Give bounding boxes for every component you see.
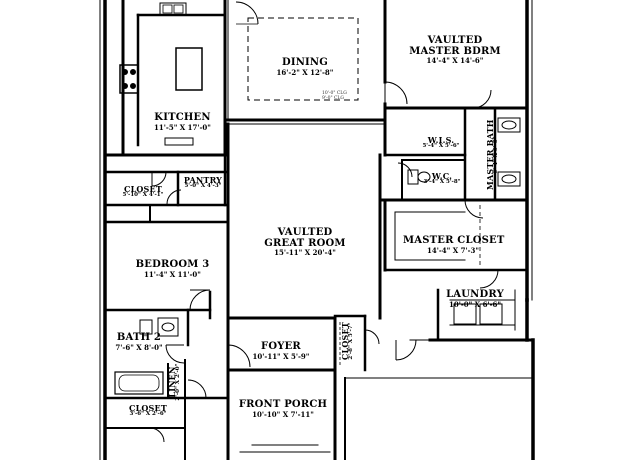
room-closet-left: CLOSET 5'-10" X 4'-1" [112,185,174,199]
door-swings [149,1,499,443]
room-dimensions: 10'-11" X 5'-9" [252,351,310,361]
room-dimensions: 3'-6" X 2'-6" [129,411,167,418]
room-dimensions: 11'-5" X 17'-0" [154,122,211,132]
room-closet-foyer: CLOSET 2'-8" X 5'-7" [340,316,355,366]
room-foyer: FOYER 10'-11" X 5'-9" [238,341,324,361]
room-dimensions: 3'-4" X 5'-8" [423,179,461,186]
room-name: BATH 2 [116,332,162,343]
room-dimensions: 5'-0" X 4'-3" [184,183,222,190]
walls [99,0,535,460]
room-pantry: PANTRY 5'-0" X 4'-3" [180,176,226,190]
room-name: CLOSET [129,403,167,413]
room-name-line1: VAULTED [427,35,483,46]
room-wc: W.C. 3'-4" X 5'-8" [420,172,464,186]
room-name: KITCHEN [154,112,211,123]
room-name: BEDROOM 3 [135,259,210,270]
washer [453,303,477,325]
room-name: CLOSET [124,184,162,194]
kitchen-sink [159,2,187,16]
room-name-line1: VAULTED [277,227,333,238]
room-closet-bottom: CLOSET 3'-6" X 2'-6" [120,404,176,418]
room-name: PANTRY [183,175,223,185]
dryer [479,303,503,325]
room-master-closet: MASTER CLOSET 14'-4" X 7'-3" [403,235,505,255]
room-dimensions: 7'-6" X 8'-0" [115,342,163,352]
room-dimensions: 2'-0" X 2'-0" [175,363,182,401]
bath2-toilet [139,319,153,335]
ceiling-note: 10'-0" CLG 9'-0" CLG [322,91,347,102]
room-bedroom3: BEDROOM 3 11'-4" X 11'-0" [125,259,220,279]
bath2-sink [157,317,179,337]
room-name: MASTER CLOSET [403,235,505,246]
room-name: W.C. [431,171,453,181]
room-dimensions: 15'-11" X 20'-4" [274,248,336,257]
ceiling-note-line2: 9'-0" CLG [322,95,345,101]
room-name: FOYER [261,341,301,352]
room-dimensions: 16'-2" X 12'-8" [276,67,334,77]
dining-ceiling-outline [247,17,359,101]
room-linen: LINEN 2'-0" X 2'-0" [167,363,182,401]
room-laundry: LAUNDRY 10'-0" X 6'-6" [440,289,510,309]
room-dimensions: 2'-8" X 5'-7" [348,322,355,360]
ceiling-note-line1: 10'-0" CLG [322,91,347,96]
room-dimensions: 10'-10" X 7'-11" [252,409,314,419]
room-kitchen: KITCHEN 11'-5" X 17'-0" [140,112,225,132]
bathtub [114,371,164,395]
room-name: W.I.S. [427,135,455,145]
room-bath2: BATH 2 7'-6" X 8'-0" [110,332,168,352]
range [119,64,139,94]
room-dimensions: 5'-10" X 4'-1" [122,192,164,199]
room-wis: W.I.S. 5'-4" X 5'-6" [418,136,464,150]
vanity-sink-2 [497,171,521,187]
room-dimensions: 6'-4" X 9'-0" [493,136,500,174]
room-name-line2: GREAT ROOM [264,237,346,249]
vanity-sink-1 [497,117,521,133]
room-master-bdrm: VAULTED MASTER BDRM 14'-4" X 14'-6" [405,35,505,65]
master-toilet [407,169,419,185]
room-front-porch: FRONT PORCH 10'-10" X 7'-11" [236,399,330,419]
room-name: DINING [281,57,329,68]
room-dimensions: 11'-4" X 11'-0" [144,269,201,279]
room-name: FRONT PORCH [238,399,328,410]
fixtures [114,2,521,395]
bar-top [164,137,194,146]
room-dimensions: 10'-0" X 6'-6" [448,299,502,309]
room-dimensions: 14'-4" X 7'-3" [426,245,480,255]
room-name-line2: MASTER BDRM [409,45,501,57]
kitchen-island [175,47,203,91]
room-dimensions: 5'-4" X 5'-6" [422,143,460,150]
room-name: LAUNDRY [446,289,504,300]
room-dimensions: 14'-4" X 14'-6" [426,56,484,65]
room-master-bath: MASTER BATH 6'-4" X 9'-0" [485,120,500,191]
room-great-room: VAULTED GREAT ROOM 15'-11" X 20'-4" [250,227,360,257]
room-dining: DINING 16'-2" X 12'-8" [260,57,350,77]
